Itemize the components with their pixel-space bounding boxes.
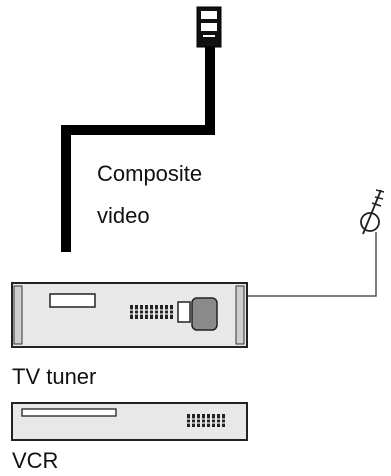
knob-icon bbox=[191, 297, 218, 331]
tv-tuner-label: TV tuner bbox=[12, 364, 97, 389]
vcr-label: VCR bbox=[12, 448, 59, 473]
antenna-icon bbox=[360, 189, 385, 235]
cassette-slot bbox=[21, 408, 117, 417]
antenna-wire bbox=[247, 232, 377, 297]
vcr-button-grid-icon bbox=[185, 414, 227, 427]
composite-video-label-line2: video bbox=[97, 203, 150, 228]
button-grid-icon bbox=[128, 305, 175, 319]
composite-video-cable bbox=[61, 45, 215, 252]
vcr-device bbox=[11, 402, 248, 441]
tv-tuner-device bbox=[11, 282, 248, 348]
composite-video-label-line1: Composite bbox=[97, 161, 203, 186]
display-slot bbox=[49, 293, 96, 308]
video-plug-icon bbox=[196, 6, 222, 48]
